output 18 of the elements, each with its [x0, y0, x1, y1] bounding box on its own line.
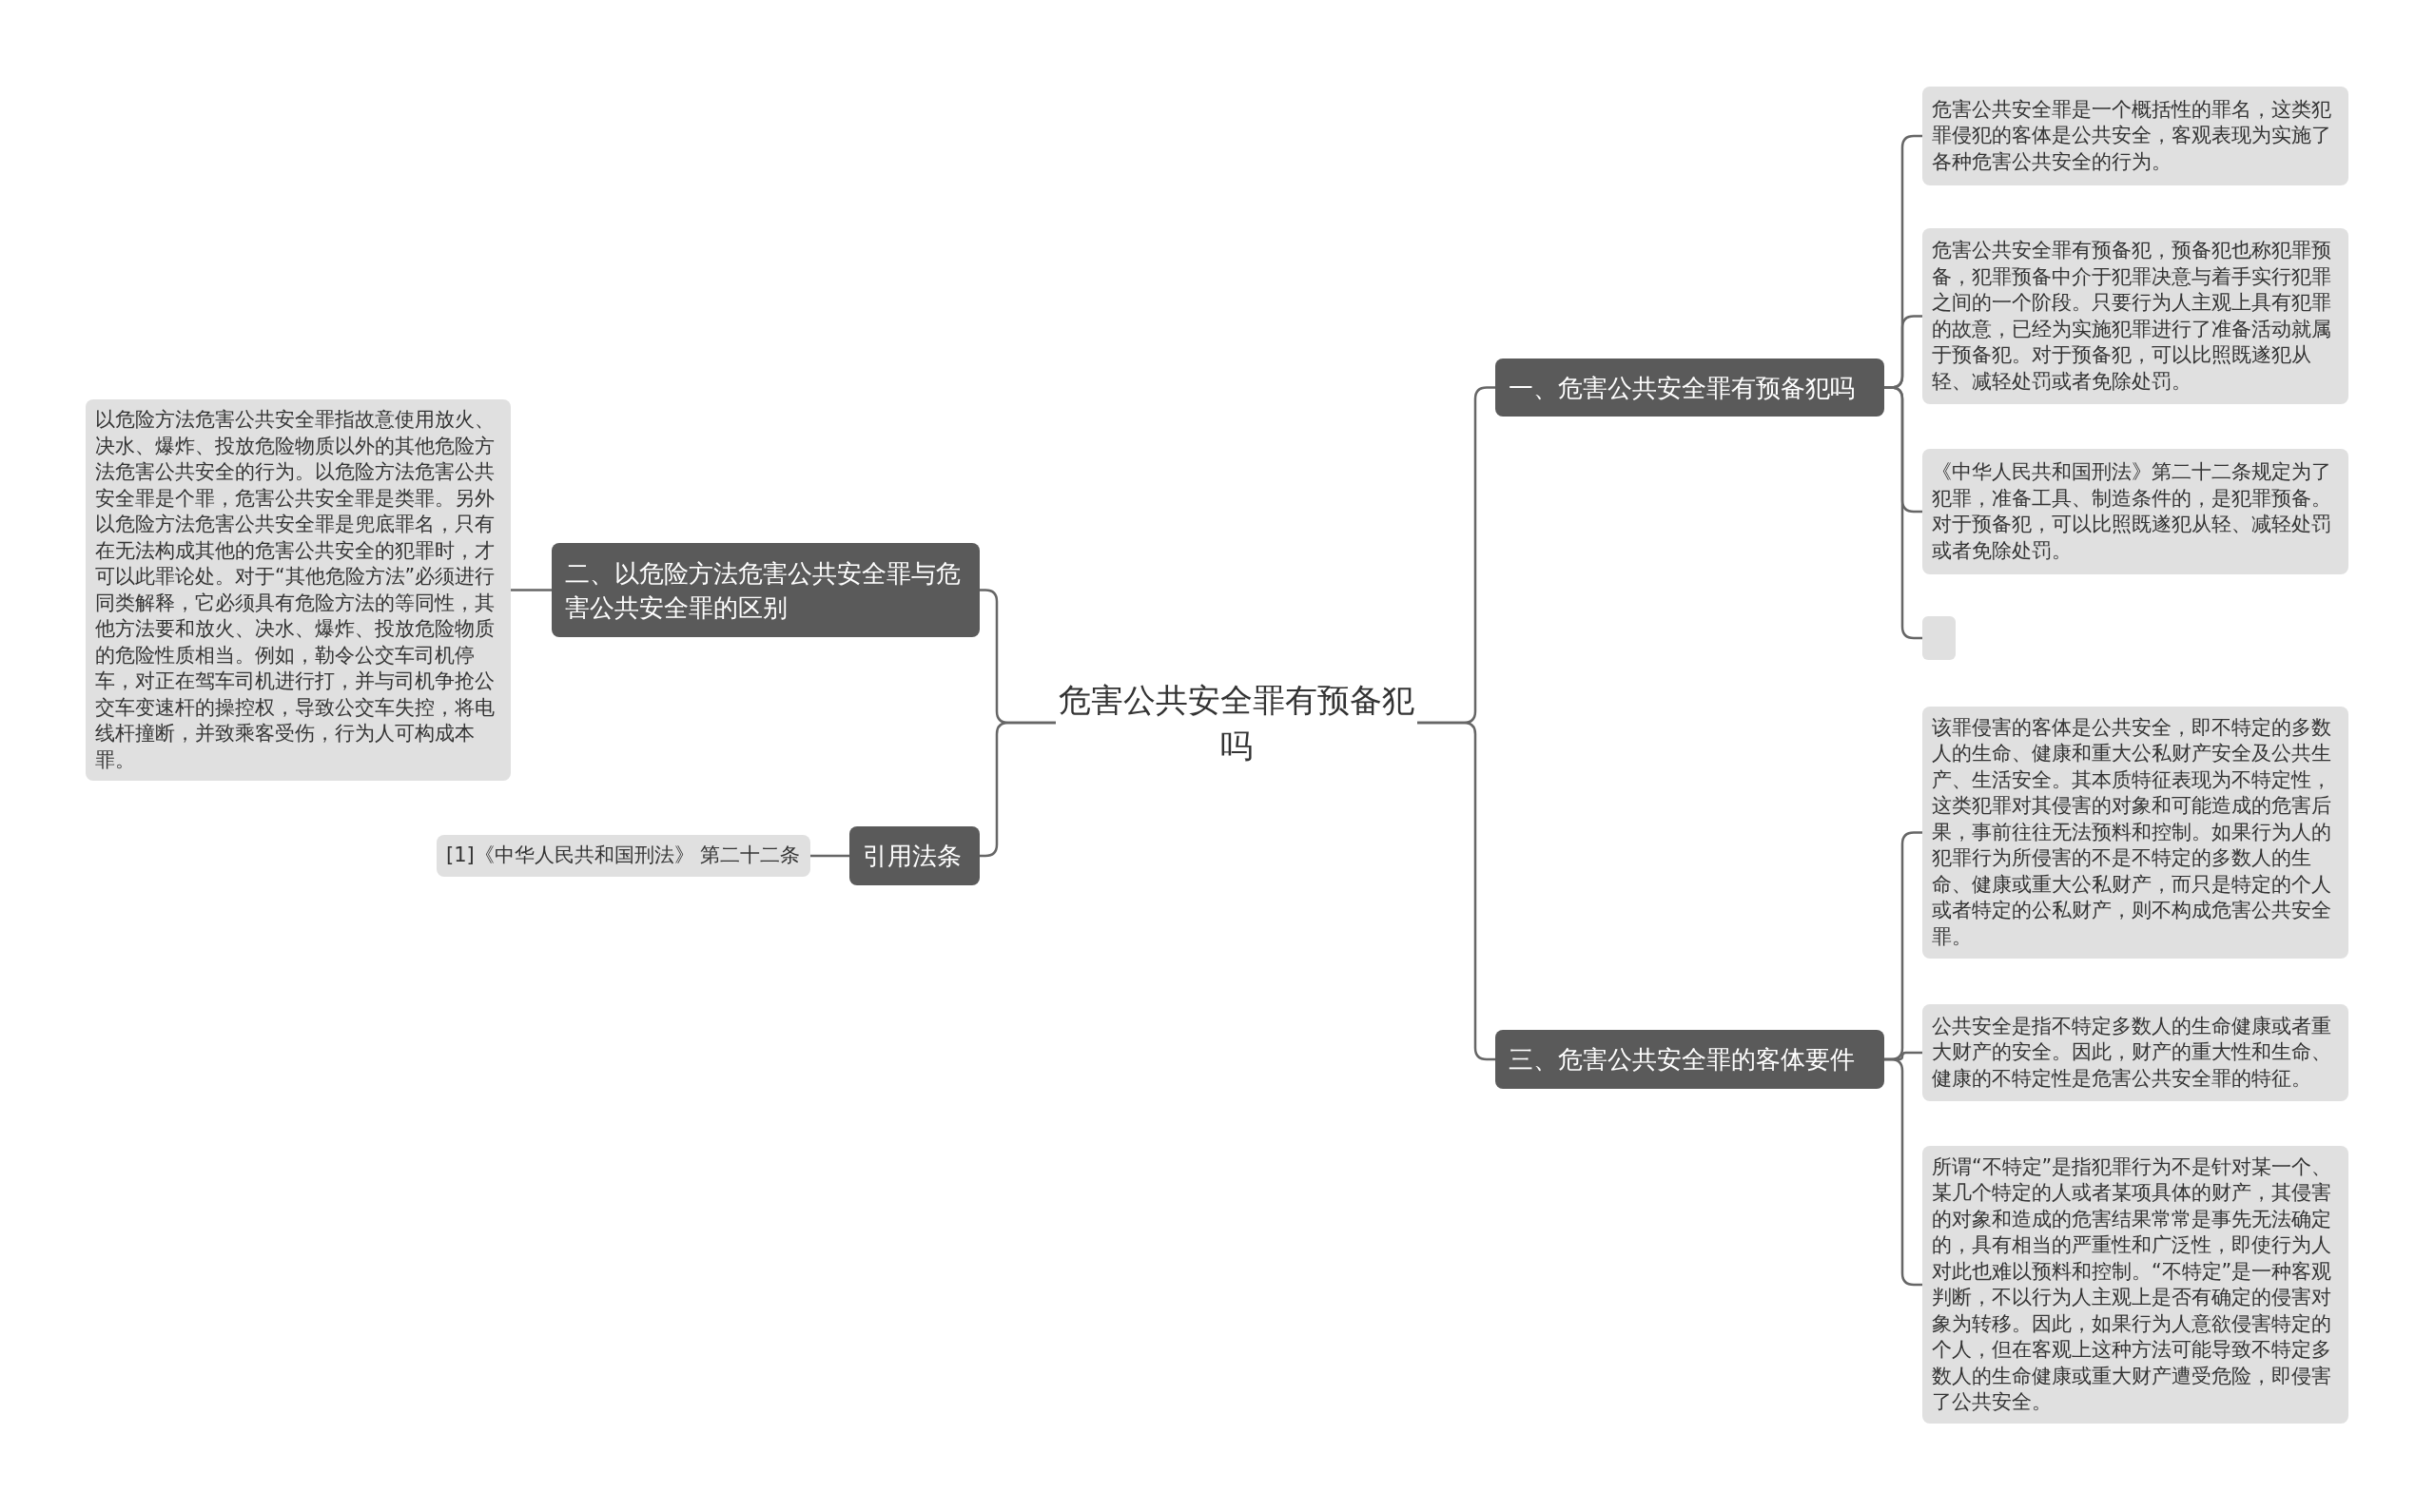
note-box: 所谓“不特定”是指犯罪行为不是针对某一个、某几个特定的人或者某项具体的财产，其侵害的对象和造成的危害结果常常是事先无法确定的，具有相当的严重性和广泛性，即使行为人对此也难以预料和控制。“不特定”是一种客观判断，不以行为人主观上是否有确定的侵害对象为转移。因此，如果行为人意欲侵害特定的个人，但在客观上这种方法可能导致不特定多数人的生命健康或重大财产遭受危险，即侵害了公共安全。: [1922, 1146, 2348, 1424]
connector-line: [810, 854, 849, 858]
note-box: 公共安全是指不特定多数人的生命健康或者重大财产的安全。因此，财产的重大性和生命、健康的不特定性是危害公共安全罪的特征。: [1922, 1004, 2348, 1101]
connector-line: [511, 589, 552, 591]
note-box: 《中华人民共和国刑法》第二十二条规定为了犯罪，准备工具、制造条件的，是犯罪预备。对于预备犯，可以比照既遂犯从轻、减轻处罚或者免除处罚。: [1922, 449, 2348, 574]
topic-box: 二、以危险方法危害公共安全罪与危害公共安全罪的区别: [552, 543, 980, 637]
connector-line: [1884, 1057, 1922, 1287]
central-topic: 危害公共安全罪有预备犯吗: [1056, 666, 1417, 780]
topic-box: 三、危害公共安全罪的客体要件: [1495, 1030, 1884, 1089]
connector-line: [1417, 721, 1495, 1061]
note-box: 以危险方法危害公共安全罪指故意使用放火、决水、爆炸、投放危险物质以外的其他危险方法危害公共安全的行为。以危险方法危害公共安全罪是个罪，危害公共安全罪是类罪。另外以危险方法危害公共安全罪是兜底罪名，只有在无法构成其他的危害公共安全的犯罪时，才可以此罪论处。对于“其他危险方法”必须进行同类解释，它必须具有危险方法的等同性，其他方法要和放火、决水、爆炸、投放危险物质的危险性质相当。例如，勒令公交车司机停车，对正在驾车司机进行打，并与司机争抢公交车变速杆的操控权，导致公交车失控，将电线杆撞断，并致乘客受伤，行为人可构成本罪。: [86, 399, 511, 781]
topic-box: 引用法条: [849, 826, 980, 885]
empty-note-box: [1922, 616, 1956, 660]
note-box: 危害公共安全罪有预备犯，预备犯也称犯罪预备，犯罪预备中介于犯罪决意与着手实行犯罪之间的一个阶段。只要行为人主观上具有犯罪的故意，已经为实施犯罪进行了准备活动就属于预备犯。对于预备犯，可以比照既遂犯从轻、减轻处罚或者免除处罚。: [1922, 228, 2348, 404]
note-box: 危害公共安全罪是一个概括性的罪名，这类犯罪侵犯的客体是公共安全，客观表现为实施了各种危害公共安全的行为。: [1922, 87, 2348, 185]
note-box: 该罪侵害的客体是公共安全，即不特定的多数人的生命、健康和重大公私财产安全及公共生产、生活安全。其本质特征表现为不特定性，这类犯罪对其侵害的对象和可能造成的危害后果，事前往往无法预料和控制。如果行为人的犯罪行为所侵害的不是不特定的多数人的生命、健康或重大公私财产，而只是特定的个人或者特定的公私财产，则不构成危害公共安全罪。: [1922, 707, 2348, 959]
topic-box: 一、危害公共安全罪有预备犯吗: [1495, 359, 1884, 417]
note-box: [1]《中华人民共和国刑法》 第二十二条: [437, 835, 810, 877]
